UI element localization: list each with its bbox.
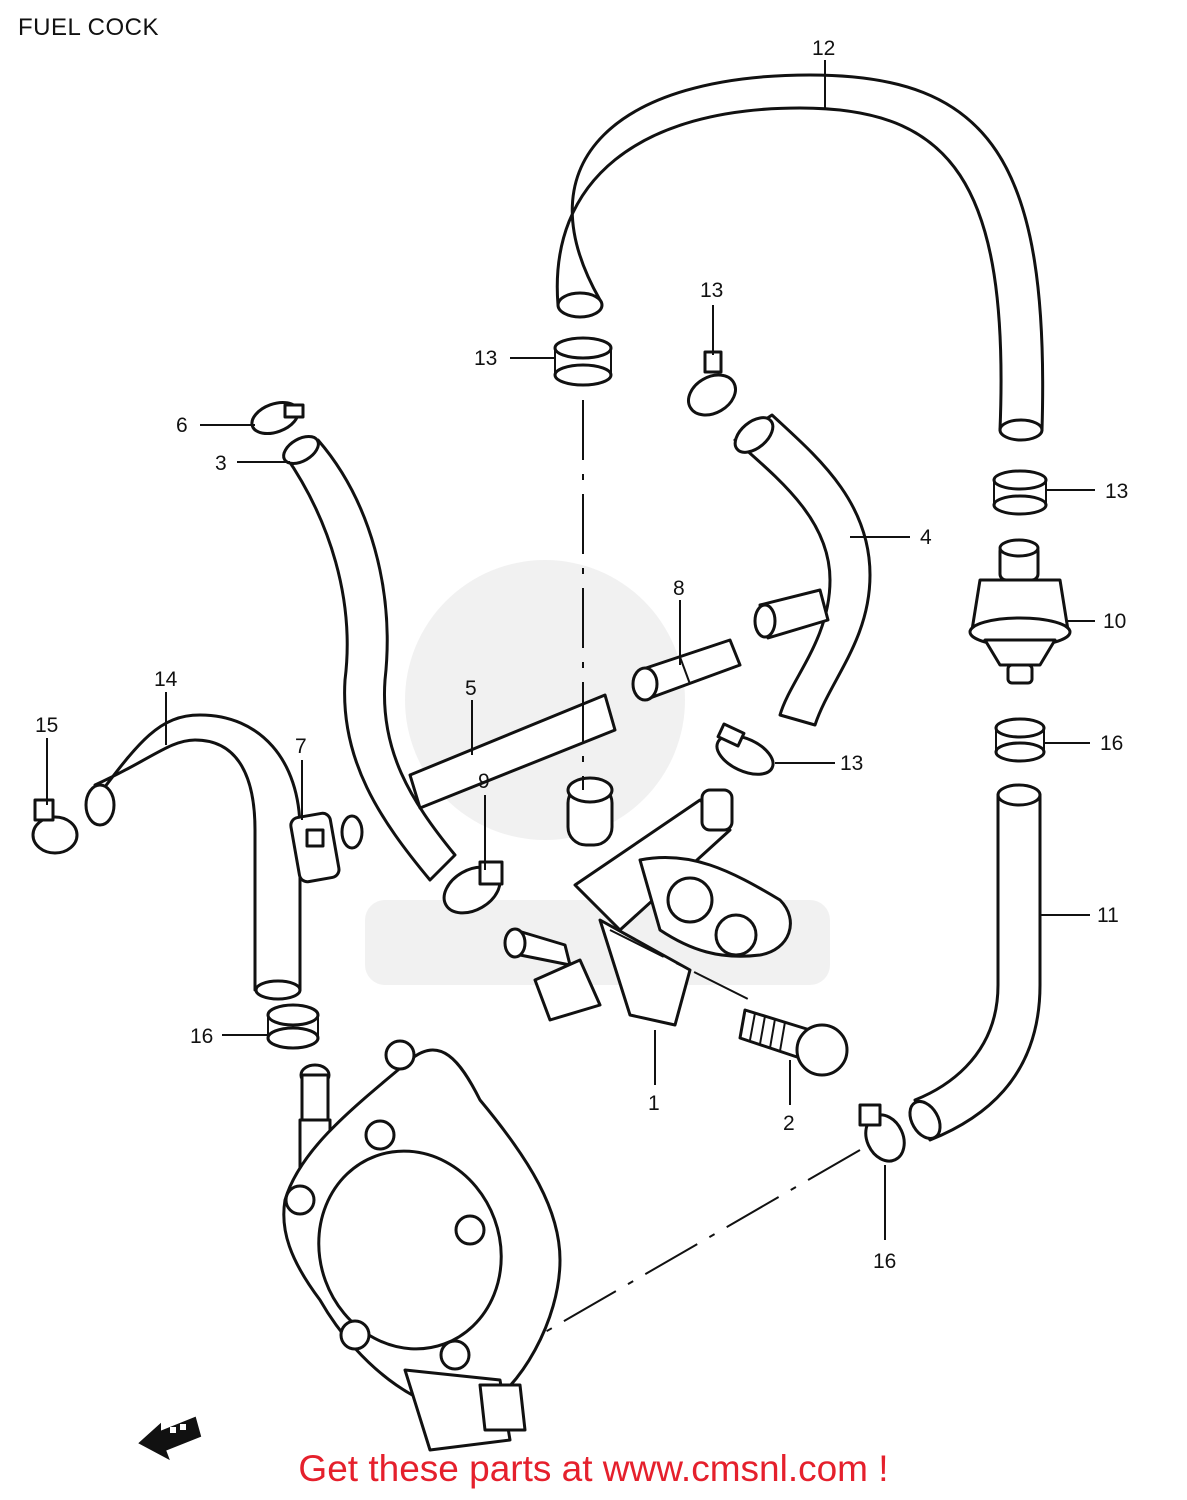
callout-11: 11 <box>1097 904 1119 927</box>
callout-9: 9 <box>478 770 490 793</box>
callout-13c: 13 <box>1105 480 1128 503</box>
clamp-13-b <box>687 350 737 417</box>
hose-12 <box>555 73 1045 432</box>
callout-16a: 16 <box>1100 732 1123 755</box>
callout-1: 1 <box>648 1092 660 1115</box>
clamp-7 <box>289 811 364 884</box>
clamp-13-a <box>553 336 613 387</box>
hose-12-end <box>556 291 604 319</box>
callout-5: 5 <box>465 677 477 700</box>
callout-2: 2 <box>783 1112 795 1135</box>
hose-5 <box>408 693 617 810</box>
hose-4 <box>733 413 872 727</box>
hose-4-branch-end <box>753 603 777 639</box>
hose-14-end <box>84 783 116 827</box>
callout-15: 15 <box>35 714 58 737</box>
hose-11-bottom-end <box>908 1100 942 1140</box>
arrow-left-icon <box>138 1416 202 1461</box>
hose-4-end <box>733 416 775 454</box>
hose-3-end <box>282 435 320 465</box>
callout-16b: 16 <box>873 1250 896 1273</box>
clamp-13-c <box>992 469 1048 516</box>
callout-16c: 16 <box>190 1025 213 1048</box>
callout-10: 10 <box>1103 610 1126 633</box>
alignment-line-bolt <box>609 929 751 1001</box>
connector-8 <box>631 638 742 702</box>
callout-8: 8 <box>673 577 685 600</box>
clamp-16-c <box>266 1003 320 1050</box>
footer-link-text[interactable]: Get these parts at www.cmsnl.com ! <box>298 1448 889 1489</box>
clamp-6 <box>250 400 305 436</box>
hose-11-top-end <box>996 783 1042 807</box>
callout-12: 12 <box>812 37 835 60</box>
hose-11 <box>913 793 1042 1142</box>
callout-13d: 13 <box>840 752 863 775</box>
hose-14 <box>93 713 302 992</box>
callout-4: 4 <box>920 526 932 549</box>
fuel-filter-10 <box>968 538 1072 685</box>
clamp-15 <box>31 798 79 855</box>
callout-7: 7 <box>295 735 307 758</box>
alignment-line-lower <box>539 1149 861 1336</box>
callout-13b: 13 <box>700 279 723 302</box>
hose-14-bottom-end <box>254 979 302 1001</box>
tank-flange <box>282 1039 562 1452</box>
clamp-16-b <box>858 1103 906 1163</box>
callout-14: 14 <box>154 668 178 691</box>
callout-13a: 13 <box>474 347 497 370</box>
callout-3: 3 <box>215 452 227 475</box>
page-title: FUEL COCK <box>18 14 159 41</box>
clamp-13-d <box>715 722 775 776</box>
hose-12-end-right <box>998 418 1044 442</box>
clamp-16-a <box>994 717 1046 763</box>
fuel-cock-1 <box>503 776 792 1027</box>
callout-6: 6 <box>176 414 188 437</box>
hose-3 <box>283 438 457 882</box>
bolt-2 <box>738 1008 849 1077</box>
